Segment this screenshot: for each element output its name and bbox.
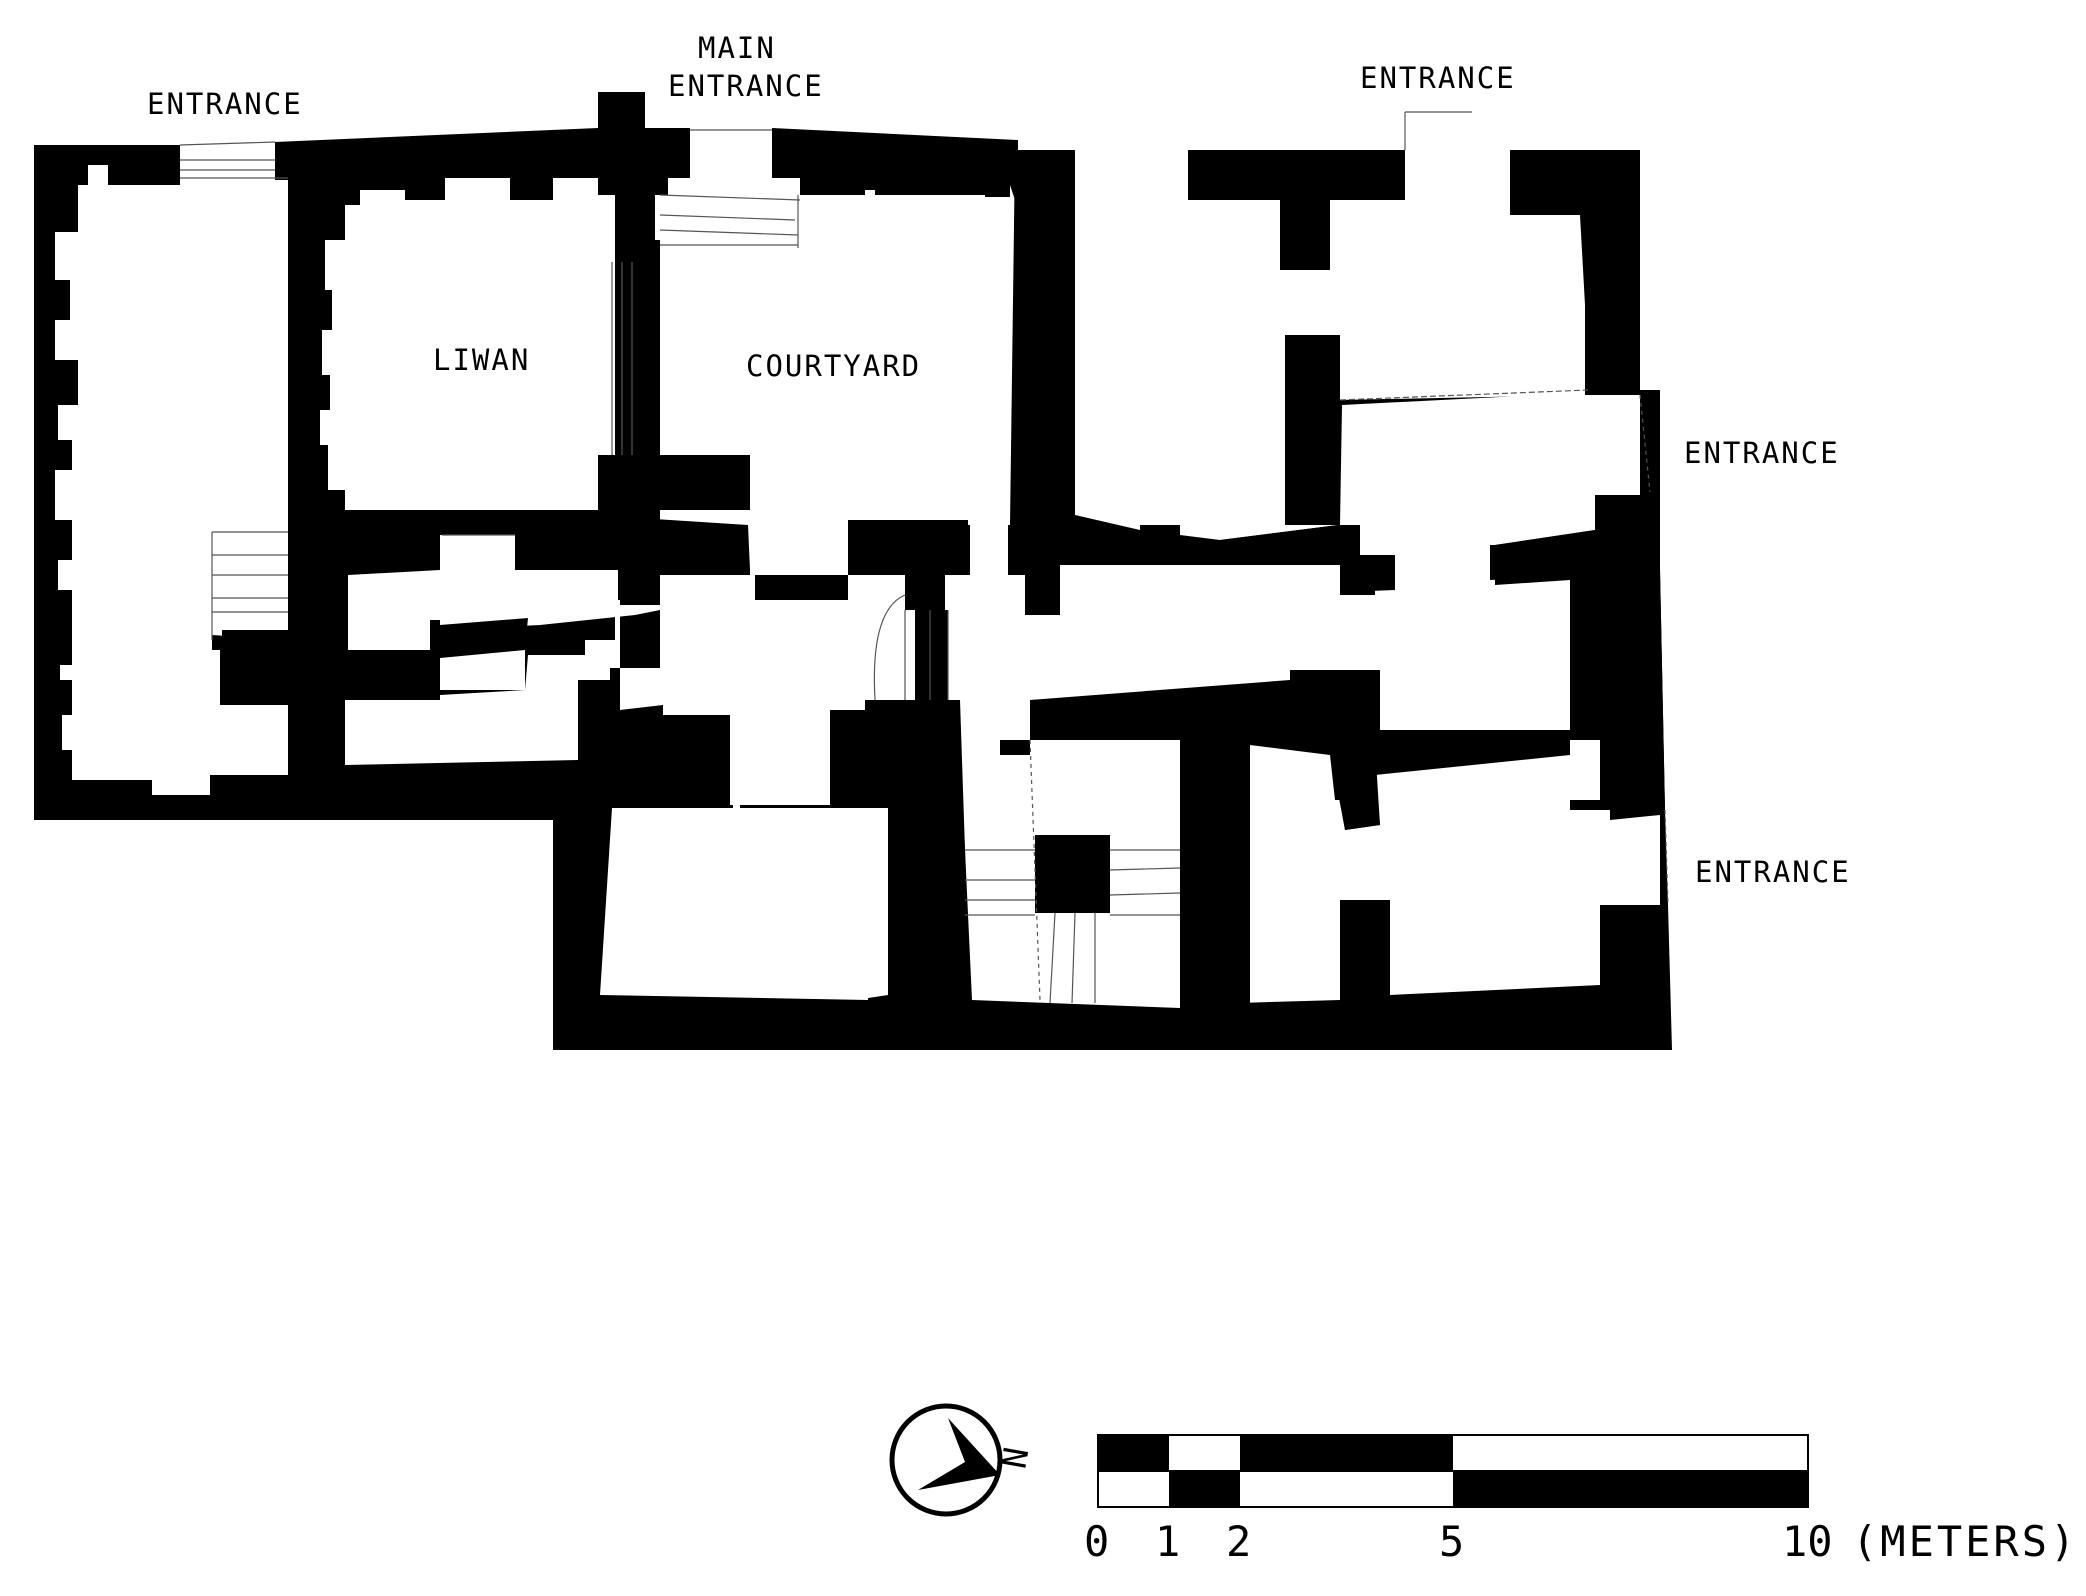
label-main-entrance-1: MAIN bbox=[698, 31, 776, 65]
scale-tick-5: 5 bbox=[1439, 1517, 1464, 1566]
scale-tick-10: 10 bbox=[1782, 1517, 1833, 1566]
scale-segment bbox=[1240, 1435, 1453, 1471]
label-entrance-e1: ENTRANCE bbox=[1684, 436, 1840, 470]
south-room-1 bbox=[600, 800, 888, 1000]
labels: ENTRANCE MAIN ENTRANCE ENTRANCE ENTRANCE… bbox=[147, 31, 1851, 889]
scale-tick-2: 2 bbox=[1226, 1517, 1251, 1566]
scale-segment bbox=[1098, 1435, 1169, 1471]
label-main-entrance-2: ENTRANCE bbox=[668, 69, 824, 103]
north-arrow-ring bbox=[889, 1403, 1003, 1517]
ne-room-2 bbox=[1340, 390, 1640, 590]
label-entrance-e2: ENTRANCE bbox=[1695, 855, 1851, 889]
label-liwan: LIWAN bbox=[433, 343, 530, 377]
rooms bbox=[55, 130, 1660, 1008]
south-room-2 bbox=[1238, 745, 1660, 1003]
liwan-room bbox=[320, 178, 615, 525]
scale-segment bbox=[1453, 1471, 1808, 1507]
courtyard-room bbox=[652, 130, 1025, 575]
scale-segment bbox=[1169, 1471, 1240, 1507]
scale-unit: (METERS) bbox=[1852, 1517, 2078, 1566]
thin-lines bbox=[179, 111, 1669, 1004]
west-room bbox=[55, 165, 288, 795]
north-arrow-icon bbox=[918, 1418, 1000, 1490]
interior-walls bbox=[212, 128, 1668, 1005]
scale-tick-0: 0 bbox=[1084, 1517, 1109, 1566]
scale-tick-1: 1 bbox=[1155, 1517, 1180, 1566]
label-entrance-nw: ENTRANCE bbox=[147, 87, 303, 121]
label-courtyard: COURTYARD bbox=[746, 349, 921, 383]
scale-bar: 0 1 2 5 10 (METERS) bbox=[1084, 1434, 2078, 1566]
label-entrance-ne: ENTRANCE bbox=[1360, 61, 1516, 95]
